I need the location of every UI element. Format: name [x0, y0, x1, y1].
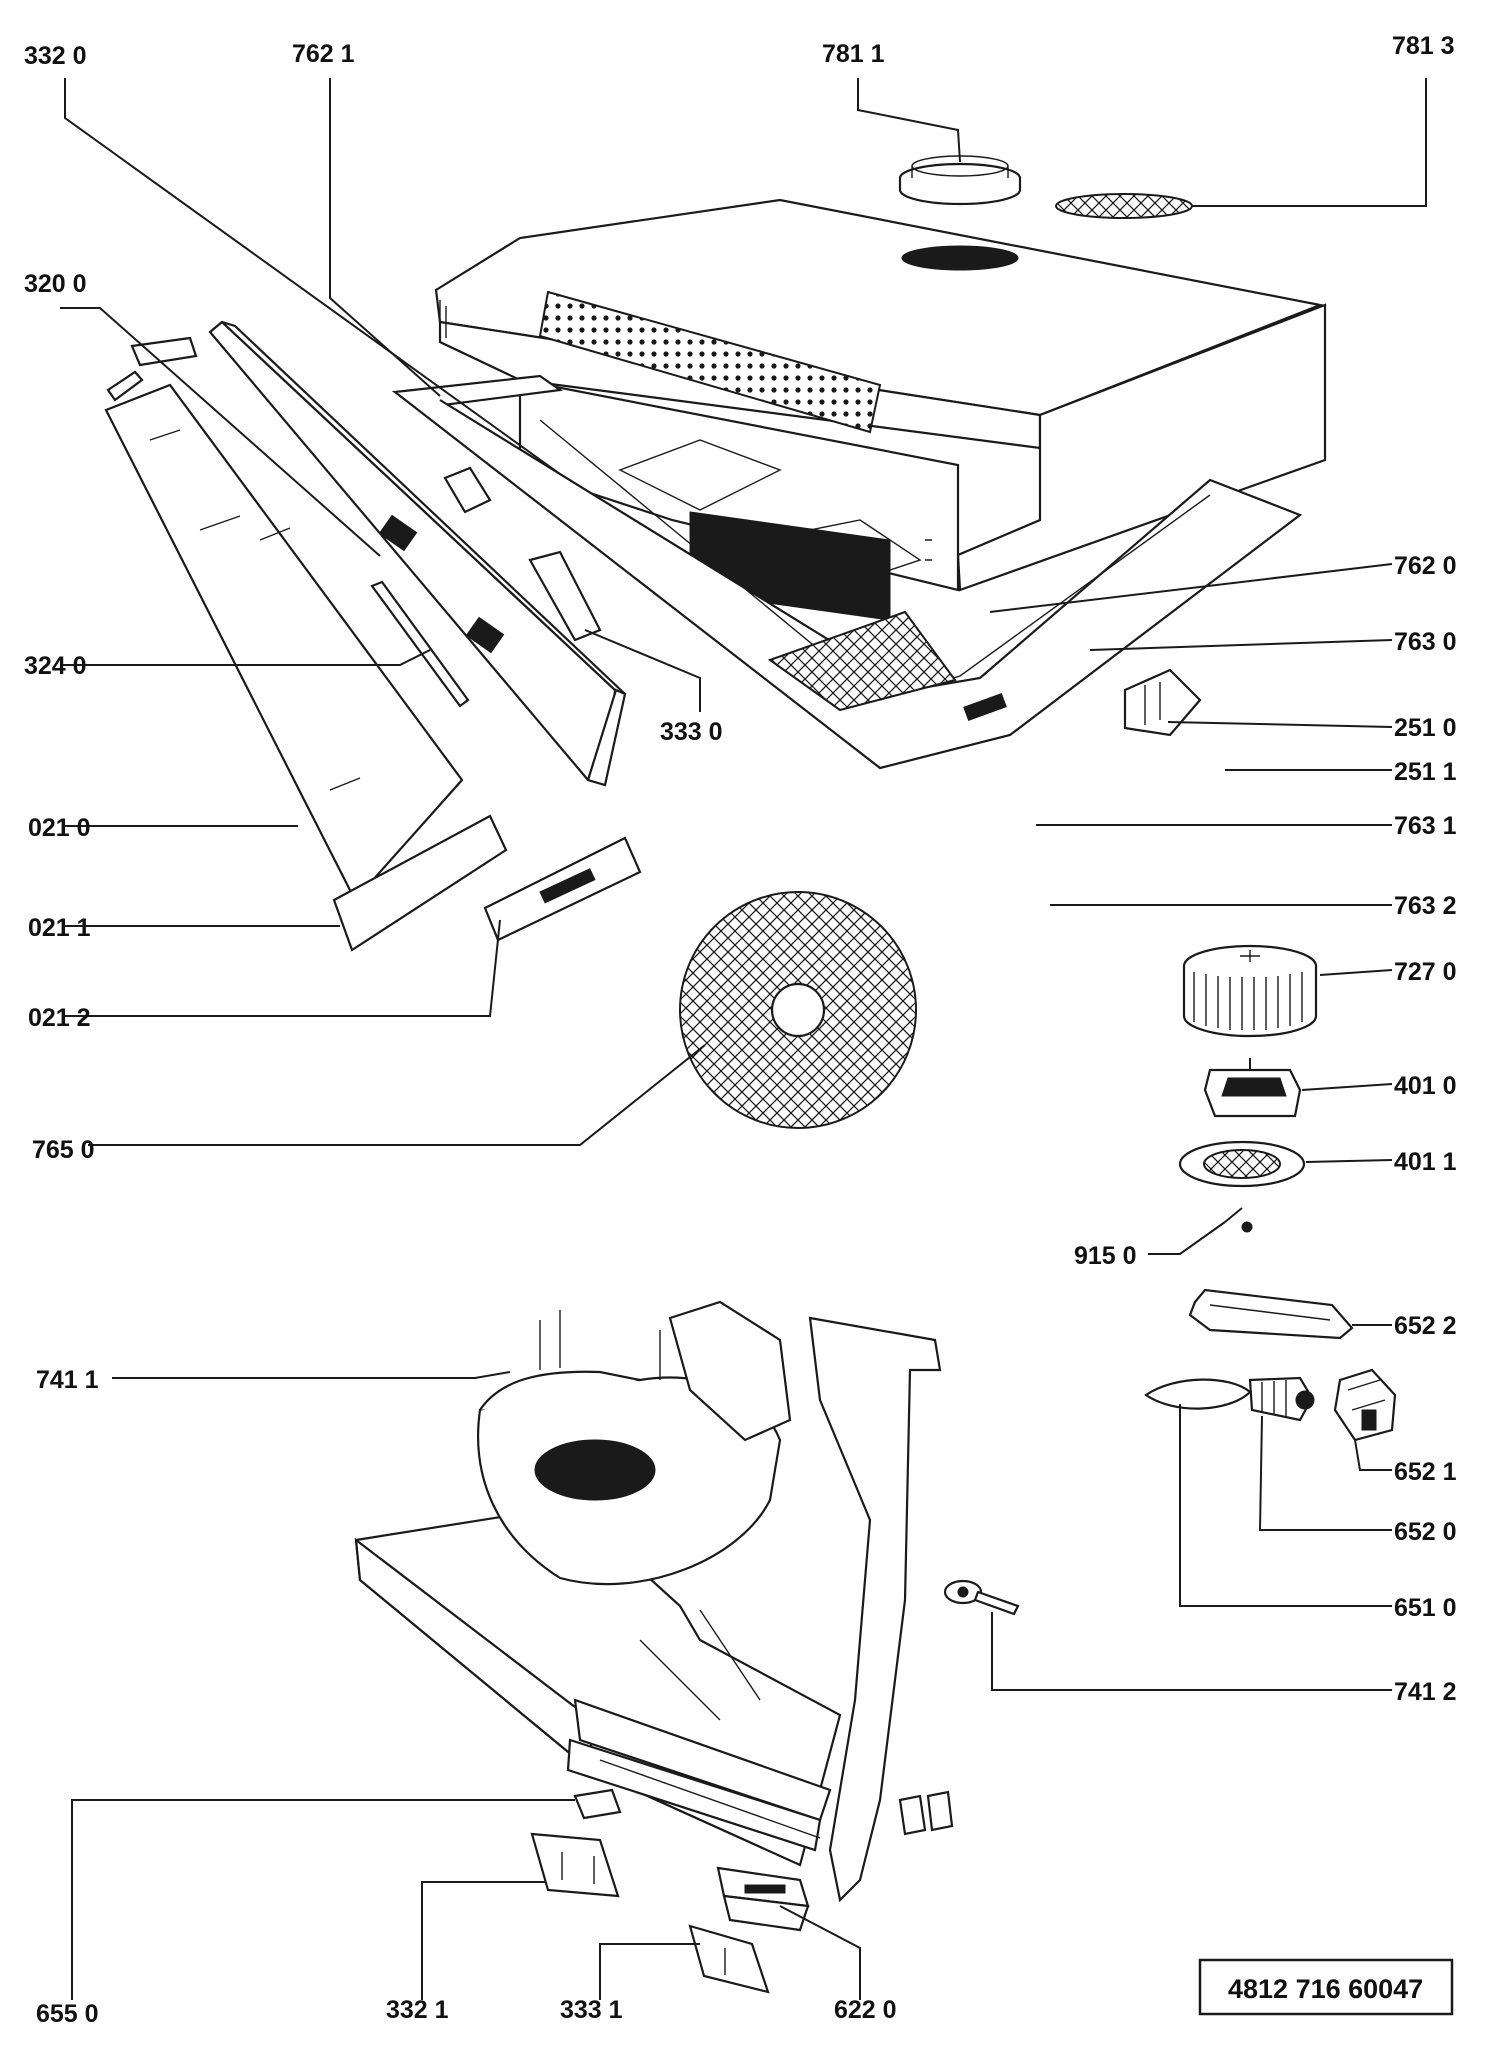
label-763-0: 763 0 [1394, 628, 1457, 656]
carbon-filter-disc-part [679, 891, 917, 1129]
label-763-2: 763 2 [1394, 892, 1457, 920]
label-333-0: 333 0 [660, 718, 723, 746]
label-915-0: 915 0 [1074, 1242, 1137, 1270]
duct-collar-part [898, 155, 1022, 206]
leader-lines [60, 78, 1427, 2000]
label-332-0: 332 0 [24, 42, 87, 70]
label-401-1: 401 1 [1394, 1148, 1457, 1176]
motor-plate-part [1178, 1140, 1306, 1188]
switch-block-part [716, 1866, 810, 1932]
label-651-0: 651 0 [1394, 1594, 1457, 1622]
motor-part [1203, 1058, 1302, 1118]
label-652-2: 652 2 [1394, 1312, 1457, 1340]
label-652-1: 652 1 [1394, 1458, 1457, 1486]
part-labels: 332 0 762 1 781 1 781 3 320 0 324 0 333 … [24, 32, 1457, 2028]
label-320-0: 320 0 [24, 270, 87, 298]
lamp-cover-part [1188, 1288, 1354, 1340]
fan-housing-chassis-part [354, 1300, 954, 1903]
label-781-3: 781 3 [1392, 32, 1455, 60]
label-652-0: 652 0 [1394, 1518, 1457, 1546]
label-762-0: 762 0 [1394, 552, 1457, 580]
label-333-1: 333 1 [560, 1996, 623, 2024]
label-741-2: 741 2 [1394, 1678, 1457, 1706]
label-401-0: 401 0 [1394, 1072, 1457, 1100]
label-655-0: 655 0 [36, 2000, 99, 2028]
label-332-1: 332 1 [386, 1996, 449, 2024]
glass-panel-part [104, 383, 464, 902]
small-bracket-part [688, 1924, 770, 1994]
mounting-bracket-part [530, 1832, 620, 1898]
light-bulb-part [1144, 1376, 1315, 1422]
hood-body-part [434, 198, 1327, 621]
connector-part [573, 1788, 622, 1820]
lamp-holder-part [1333, 1368, 1397, 1442]
grease-filter-frame-part [391, 374, 1303, 770]
switch-knob-part [943, 1579, 1020, 1616]
label-622-0: 622 0 [834, 1996, 897, 2024]
glass-clip-part [106, 336, 198, 402]
label-781-1: 781 1 [822, 40, 885, 68]
light-diffuser-strip-part [370, 580, 470, 708]
label-324-0: 324 0 [24, 652, 87, 680]
control-housing-part [483, 836, 642, 942]
label-251-0: 251 0 [1394, 714, 1457, 742]
label-762-1: 762 1 [292, 40, 355, 68]
label-741-1: 741 1 [36, 1366, 99, 1394]
label-251-1: 251 1 [1394, 758, 1457, 786]
front-panel-part [208, 320, 627, 787]
screw-part [1224, 1207, 1253, 1233]
label-727-0: 727 0 [1394, 958, 1457, 986]
fan-wheel-part [1182, 944, 1318, 1038]
label-765-0: 765 0 [32, 1136, 95, 1164]
label-763-1: 763 1 [1394, 812, 1457, 840]
label-021-1: 021 1 [28, 914, 91, 942]
rear-profile-part [332, 814, 508, 952]
document-number-box: 4812 716 60047 [1198, 1958, 1454, 2016]
document-number: 4812 716 60047 [1228, 1974, 1423, 2004]
label-021-0: 021 0 [28, 814, 91, 842]
label-021-2: 021 2 [28, 1004, 91, 1032]
top-grille-disc-part [1055, 193, 1193, 219]
